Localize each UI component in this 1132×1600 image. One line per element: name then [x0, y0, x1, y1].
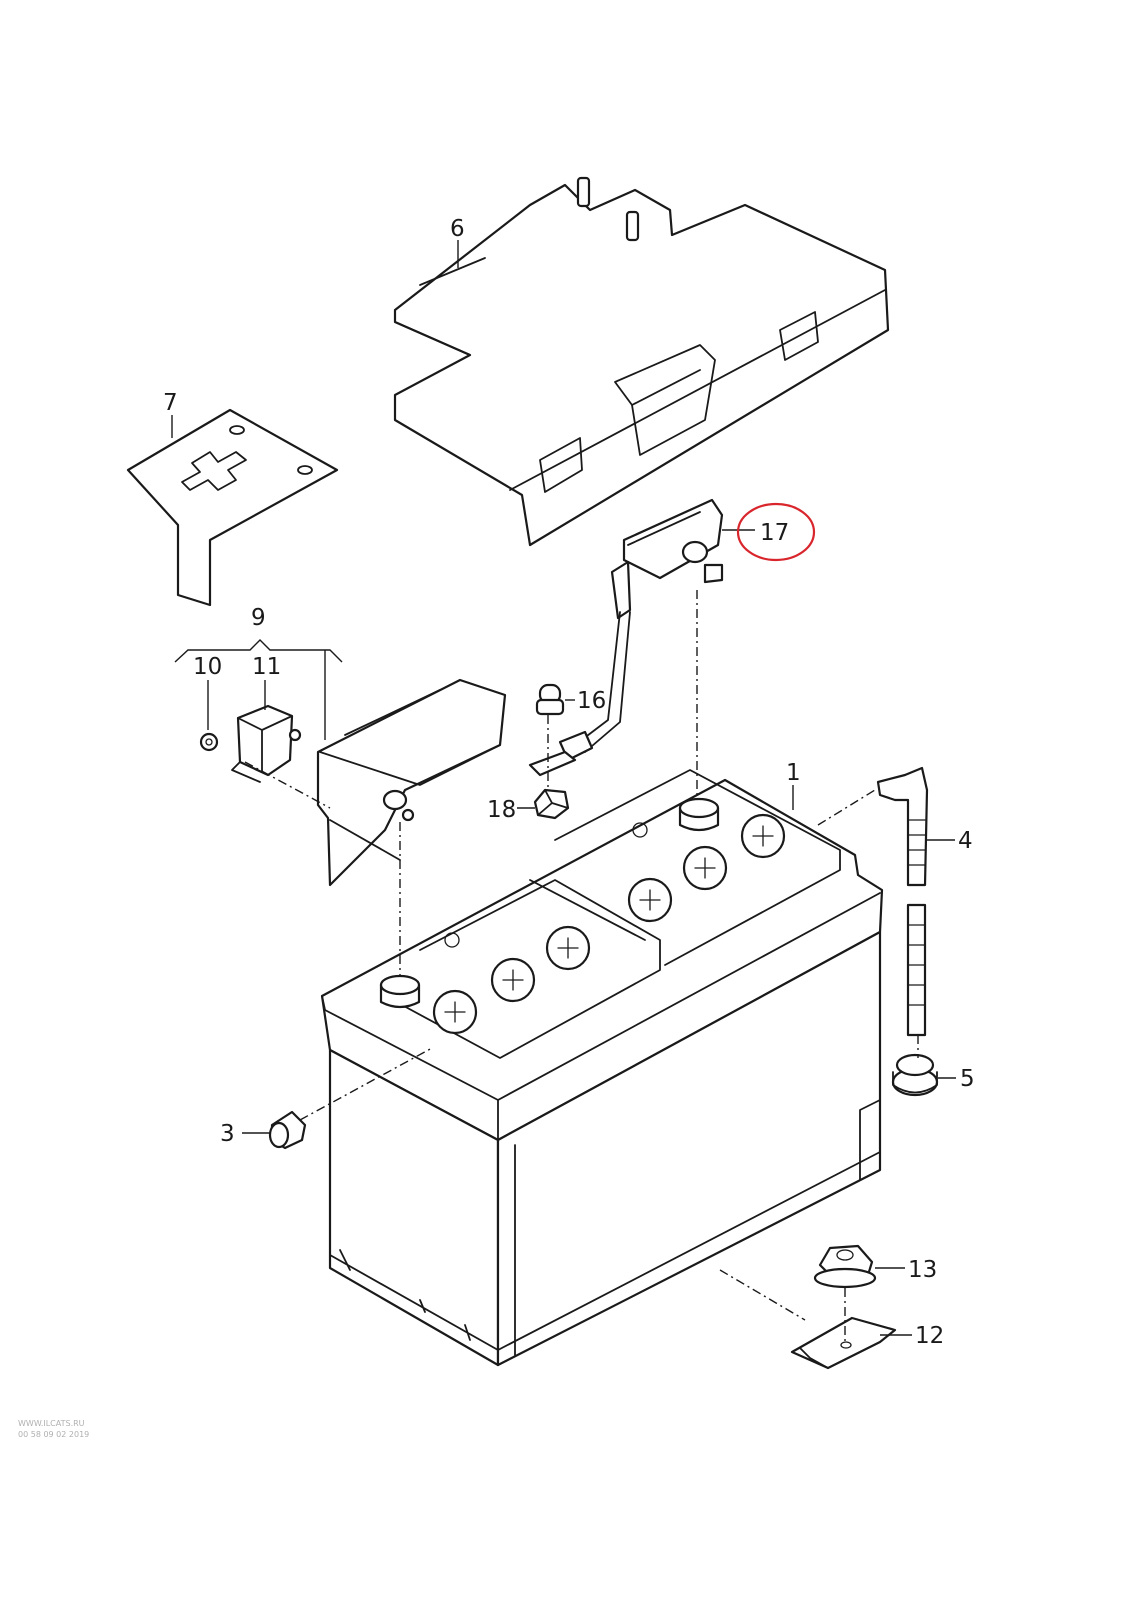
- callout-4: 4: [958, 828, 973, 854]
- cell-caps: [432, 813, 786, 1035]
- callout-12: 12: [915, 1323, 944, 1349]
- callout-5: 5: [960, 1066, 975, 1092]
- clamp-plate: [790, 1316, 897, 1370]
- watermark-site: WWW.ILCATS.RU: [18, 1419, 85, 1428]
- grommet: [891, 1053, 939, 1097]
- assembly-lines: [244, 590, 919, 1345]
- callout-11: 11: [252, 654, 281, 680]
- callout-16: 16: [577, 688, 606, 714]
- battery-cover: [393, 176, 890, 547]
- small-nut: [199, 732, 219, 752]
- vent-plug: [268, 1110, 307, 1150]
- callout-1: 1: [786, 760, 801, 786]
- callout-3: 3: [220, 1121, 235, 1147]
- callout-18: 18: [487, 797, 516, 823]
- callout-labels: 6 7 9 10 11 16 18 1 4 5 3 13 12 17: [163, 216, 975, 1349]
- callout-10: 10: [193, 654, 222, 680]
- leader-lines: [171, 240, 956, 1336]
- clip-nut: [533, 788, 570, 820]
- callout-17: 17: [760, 520, 789, 546]
- callout-13: 13: [908, 1257, 937, 1283]
- battery: [320, 769, 884, 1367]
- watermark-code: 00 58 09 02 2019: [18, 1430, 90, 1439]
- stud-bolt: [528, 683, 577, 777]
- battery-terminals: [379, 797, 720, 1009]
- vent-hose: [876, 766, 929, 1037]
- callout-9: 9: [251, 605, 266, 631]
- callout-7: 7: [163, 390, 178, 416]
- warning-label: [126, 408, 339, 607]
- fuse-bracket: [316, 678, 507, 887]
- ground-cable: [558, 498, 724, 762]
- relay-module: [231, 704, 302, 783]
- watermark: WWW.ILCATS.RU 00 58 09 02 2019: [18, 1418, 89, 1440]
- callout-17-highlight-ring: [736, 502, 816, 562]
- callout-6: 6: [450, 216, 465, 242]
- flange-nut: [813, 1244, 877, 1289]
